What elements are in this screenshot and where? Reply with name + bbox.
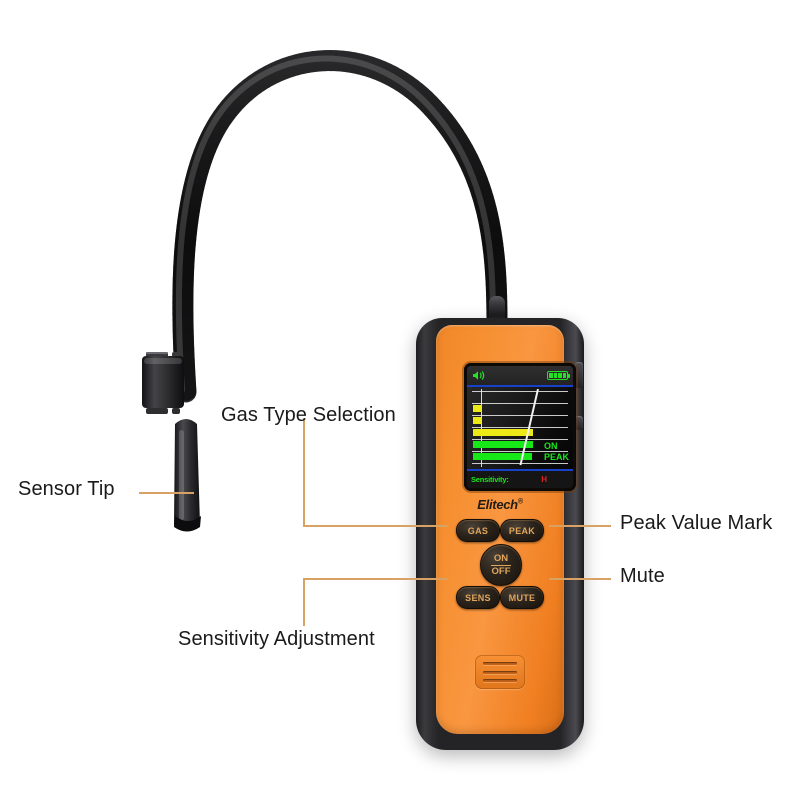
sensitivity-label: Sensitivity:: [471, 475, 509, 484]
probe-mount-clip: [142, 352, 184, 414]
keypad: GAS PEAK ON OFF SENS MUTE: [450, 519, 550, 609]
bar-l5: [473, 417, 482, 424]
label-sensor-tip: Sensor Tip: [18, 478, 115, 500]
speaker-on-icon: [472, 370, 485, 381]
bar-l6: [473, 405, 482, 412]
brand-logo: Elitech®: [436, 497, 564, 512]
peak-button-label: PEAK: [508, 525, 536, 536]
speaker-grille: [475, 655, 525, 689]
power-button-divider: [491, 564, 511, 566]
bar-l3: [482, 429, 533, 436]
label-sensitivity-adjustment: Sensitivity Adjustment: [178, 628, 375, 650]
mute-button[interactable]: MUTE: [500, 586, 544, 609]
gas-button[interactable]: GAS: [456, 519, 500, 542]
leader-line-gas-type-vertical: [303, 418, 305, 526]
on-peak-readout: ON PEAK: [543, 441, 569, 462]
screen-footer: Sensitivity: H: [467, 471, 573, 488]
label-peak-value-mark: Peak Value Mark: [620, 512, 773, 534]
leader-line-peak-value: [549, 525, 611, 527]
leader-line-sensitivity-vertical: [303, 578, 305, 626]
registered-mark: ®: [517, 498, 523, 506]
power-button-on-label: ON: [493, 552, 509, 564]
side-button-upper[interactable]: [575, 362, 583, 388]
bar-l2: [473, 441, 482, 448]
bar-l4: [473, 429, 482, 436]
sens-button-label: SENS: [465, 592, 491, 603]
device-front-panel: ON PEAK Sensitivity: H Elitech® GAS PEAK: [436, 325, 576, 734]
side-port-lower[interactable]: [575, 416, 583, 430]
battery-full-icon: [547, 371, 570, 380]
bar-l2b: [482, 441, 533, 448]
gas-button-label: GAS: [467, 525, 489, 536]
gas-detector-device: ON PEAK Sensitivity: H Elitech® GAS PEAK: [416, 318, 584, 750]
leader-line-gas-type-horizontal: [303, 525, 448, 527]
power-button-off-label: OFF: [491, 565, 511, 577]
label-mute: Mute: [620, 565, 665, 587]
label-gas-type-selection: Gas Type Selection: [221, 404, 396, 426]
sensor-tip: [174, 419, 201, 532]
leader-line-sensor-tip: [139, 492, 194, 494]
screen-divider-top: [467, 385, 573, 387]
screen-divider-bottom: [467, 469, 573, 471]
sensitivity-value: H: [541, 475, 547, 484]
brand-name: Elitech: [477, 497, 518, 512]
leader-line-mute: [549, 578, 611, 580]
leader-line-sensitivity-horizontal: [303, 578, 448, 580]
mute-button-label: MUTE: [508, 592, 536, 603]
power-button[interactable]: ON OFF: [480, 544, 522, 586]
peak-button[interactable]: PEAK: [500, 519, 544, 542]
sens-button[interactable]: SENS: [456, 586, 500, 609]
screen-status-bar: [467, 366, 573, 385]
bar-l1b: [482, 453, 532, 460]
lcd-screen: ON PEAK Sensitivity: H: [464, 363, 576, 491]
gas-level-bar-graph: ON PEAK: [467, 387, 573, 469]
bar-l1: [473, 453, 482, 460]
